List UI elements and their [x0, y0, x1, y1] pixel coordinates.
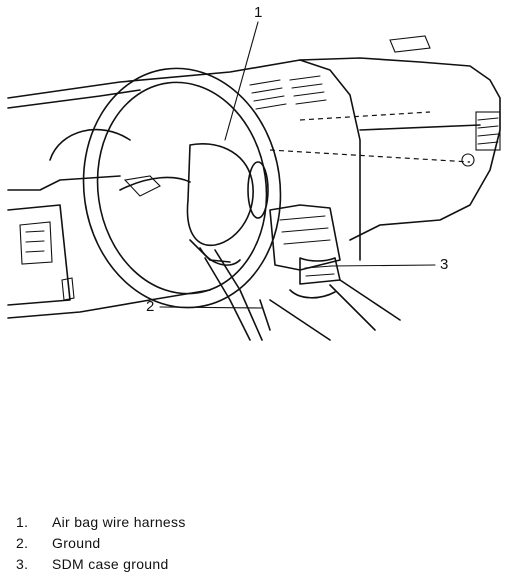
leader-lines: [159, 21, 436, 309]
dashboard-outline: [7, 35, 501, 261]
legend-item: 3. SDM case ground: [16, 554, 376, 575]
legend-number: 2.: [16, 535, 29, 551]
left-panel: [7, 128, 211, 319]
legend-label: Ground: [52, 535, 101, 551]
legend-item: 1. Air bag wire harness: [16, 512, 376, 533]
legend-label: SDM case ground: [52, 556, 169, 572]
legend-label: Air bag wire harness: [52, 514, 186, 530]
callout-1: 1: [254, 4, 263, 21]
callout-2: 2: [146, 298, 155, 315]
legend-item: 2. Ground: [16, 533, 376, 554]
legend-number: 1.: [16, 514, 29, 530]
steering-wheel: [82, 67, 282, 341]
center-console: [259, 204, 401, 341]
legend: 1. Air bag wire harness 2. Ground 3. SDM…: [16, 512, 376, 575]
callout-3: 3: [440, 256, 449, 273]
legend-number: 3.: [16, 556, 29, 572]
